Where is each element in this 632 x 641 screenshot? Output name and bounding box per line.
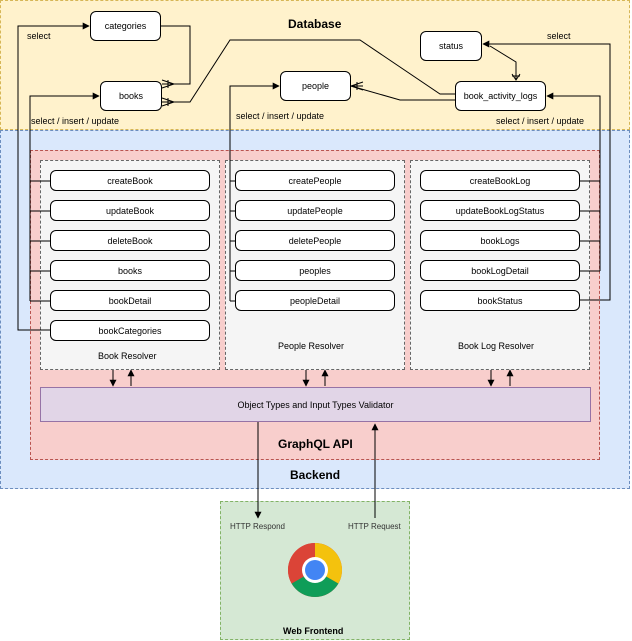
book-activity-logs-table[interactable]: book_activity_logs	[455, 81, 546, 111]
database-title: Database	[288, 17, 342, 31]
book-resolver-taps	[30, 180, 50, 302]
siu-label-mid: select / insert / update	[236, 111, 325, 121]
bookstatus-select-wire	[482, 40, 611, 301]
people-resolver-title: People Resolver	[278, 341, 345, 351]
http-request-label: HTTP Request	[348, 522, 401, 531]
types-validator[interactable]: Object Types and Input Types Validator	[40, 387, 591, 422]
resolver-updatebooklogstatus[interactable]: updateBookLogStatus	[420, 200, 580, 221]
people-resolver-siu-wire	[229, 82, 280, 301]
books-logs-relation	[174, 39, 455, 103]
status-table[interactable]: status	[420, 31, 482, 61]
resolver-peoples[interactable]: peoples	[235, 260, 395, 281]
people-resolver-taps	[230, 180, 235, 302]
siu-label-right: select / insert / update	[496, 116, 585, 126]
resolver-bookstatus[interactable]: bookStatus	[420, 290, 580, 311]
resolver-booklogdetail[interactable]: bookLogDetail	[420, 260, 580, 281]
book-resolver-siu-wire	[29, 92, 100, 301]
chrome-browser-icon	[287, 543, 343, 598]
graphql-api-title: GraphQL API	[278, 437, 353, 451]
people-logs-relation	[350, 85, 455, 101]
resolver-books[interactable]: books	[50, 260, 210, 281]
select-label-right: select	[547, 31, 571, 41]
people-table[interactable]: people	[280, 71, 351, 101]
resolver-createpeople[interactable]: createPeople	[235, 170, 395, 191]
select-label-left: select	[27, 31, 51, 41]
booklog-resolver-title: Book Log Resolver	[458, 341, 535, 351]
resolver-createbooklog[interactable]: createBookLog	[420, 170, 580, 191]
bookcategories-select-wire	[17, 22, 90, 331]
resolver-peopledetail[interactable]: peopleDetail	[235, 290, 395, 311]
book-resolver-title: Book Resolver	[98, 351, 157, 361]
books-table[interactable]: books	[100, 81, 162, 111]
resolver-deletepeople[interactable]: deletePeople	[235, 230, 395, 251]
http-respond-label: HTTP Respond	[230, 522, 285, 531]
categories-table[interactable]: categories	[90, 11, 161, 41]
web-frontend-title: Web Frontend	[283, 626, 344, 636]
resolver-createbook[interactable]: createBook	[50, 170, 210, 191]
categories-books-relation	[161, 25, 191, 85]
backend-title: Backend	[290, 468, 341, 482]
booklog-resolver-siu-wire	[546, 92, 601, 271]
resolver-updatepeople[interactable]: updatePeople	[235, 200, 395, 221]
resolver-deletebook[interactable]: deleteBook	[50, 230, 210, 251]
siu-label-left: select / insert / update	[31, 116, 120, 126]
booklog-resolver-taps	[580, 180, 600, 272]
resolver-updatebook[interactable]: updateBook	[50, 200, 210, 221]
resolver-bookcategories[interactable]: bookCategories	[50, 320, 210, 341]
resolver-bookdetail[interactable]: bookDetail	[50, 290, 210, 311]
resolver-booklogs[interactable]: bookLogs	[420, 230, 580, 251]
